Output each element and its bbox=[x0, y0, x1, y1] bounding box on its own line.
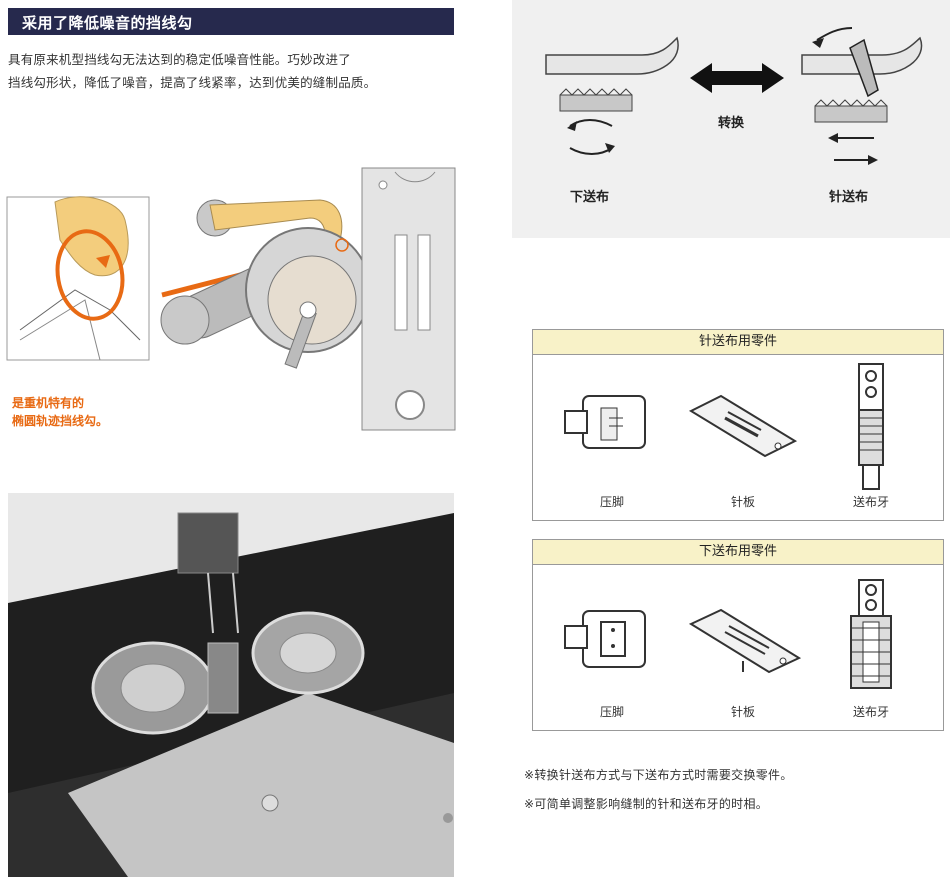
needle-feed-part-needle-plate: 针板 bbox=[730, 495, 755, 509]
note-2: ※可简单调整影响缝制的针和送布牙的时相。 bbox=[524, 797, 769, 811]
lower-feed-label: 下送布 bbox=[570, 190, 610, 205]
intro-text: 具有原来机型挡线勾无法达到的稳定低噪音性能。巧妙改进了 挡线勾形状，降低了噪音，… bbox=[8, 48, 460, 94]
lower-feed-parts-title: 下送布用零件 bbox=[533, 540, 943, 565]
feed-slot-right bbox=[417, 234, 431, 331]
needle-feed-parts-box: 针送布用零件 压脚 针板 送布牙 bbox=[532, 329, 944, 521]
feed-switch-diagram bbox=[545, 27, 923, 165]
needle-plate-icon bbox=[688, 394, 798, 458]
feed-dog-icon bbox=[858, 363, 884, 490]
hook-diagram bbox=[6, 167, 456, 431]
zoom-cloth-edge bbox=[19, 299, 101, 361]
needle-feed-parts-title: 针送布用零件 bbox=[533, 330, 943, 355]
section-title: 采用了降低噪音的挡线勾 bbox=[22, 14, 193, 32]
plate-screw-hole bbox=[395, 390, 425, 420]
needle-feed-needle bbox=[849, 38, 879, 98]
bobbin-left bbox=[120, 663, 186, 713]
intro-line-1: 具有原来机型挡线勾无法达到的稳定低噪音性能。巧妙改进了 bbox=[8, 52, 351, 67]
switch-label: 转换 bbox=[718, 116, 745, 131]
presser-foot-icon bbox=[564, 610, 646, 668]
zoom-thread-line bbox=[19, 289, 141, 341]
bobbin-center bbox=[299, 301, 317, 319]
bobbin-right bbox=[279, 632, 337, 674]
needle-feed-label: 针送布 bbox=[829, 190, 869, 205]
lower-feed-parts-drawings bbox=[564, 579, 892, 689]
elliptic-orbit-icon bbox=[55, 229, 125, 321]
needle-plate-icon bbox=[688, 608, 802, 674]
lower-feed-parts-box: 下送布用零件 压脚 针板 送布牙 bbox=[532, 539, 944, 731]
hook-point-marker bbox=[335, 238, 349, 252]
needle-feed-teeth bbox=[814, 105, 888, 123]
lower-feed-presser bbox=[545, 36, 679, 75]
section-header: 采用了降低噪音的挡线勾 bbox=[8, 8, 454, 35]
lower-feed-part-feed-dog: 送布牙 bbox=[852, 705, 889, 719]
hook-caption: 是重机特有的 椭圆轨迹挡线勾。 bbox=[12, 394, 108, 430]
intro-line-2: 挡线勾形状，降低了噪音，提高了线紧率，达到优美的缝制品质。 bbox=[8, 75, 377, 90]
hook-caption-line-2: 椭圆轨迹挡线勾。 bbox=[12, 414, 109, 428]
needle-feed-part-presser-foot: 压脚 bbox=[599, 495, 624, 509]
note-1: ※转换针送布方式与下送布方式时需要交换零件。 bbox=[524, 768, 793, 782]
roller-lower bbox=[160, 295, 210, 345]
needle-bar-block bbox=[177, 512, 239, 574]
needle-feed-part-feed-dog: 送布牙 bbox=[852, 495, 889, 509]
feed-switch-panel: 下送布 转换 针送布 bbox=[512, 0, 950, 238]
switch-double-arrow-icon bbox=[690, 63, 784, 93]
mechanism-photo-illustration bbox=[8, 493, 454, 877]
plate-hole-top bbox=[378, 180, 388, 190]
needle-right bbox=[232, 572, 239, 634]
hook-caption-line-1: 是重机特有的 bbox=[12, 396, 85, 410]
bobbin-case bbox=[267, 255, 357, 345]
lower-feed-part-needle-plate: 针板 bbox=[730, 705, 755, 719]
needle-plate bbox=[361, 167, 456, 431]
feed-dog-icon bbox=[850, 579, 892, 689]
lower-feed-arrow-2 bbox=[569, 147, 613, 155]
mechanism-photo bbox=[8, 493, 454, 877]
plate-notch bbox=[394, 171, 436, 183]
orbit-arrowhead-icon bbox=[96, 255, 110, 268]
lower-feed-part-presser-foot: 压脚 bbox=[599, 705, 624, 719]
lower-feed-teeth bbox=[559, 94, 633, 112]
needle-feed-parts-drawings bbox=[564, 363, 884, 490]
feed-dog-block bbox=[207, 642, 239, 714]
needle-left bbox=[207, 572, 214, 634]
presser-foot-icon bbox=[564, 395, 646, 449]
feed-slot-left bbox=[394, 234, 408, 331]
zoom-hook-shape bbox=[54, 196, 129, 277]
